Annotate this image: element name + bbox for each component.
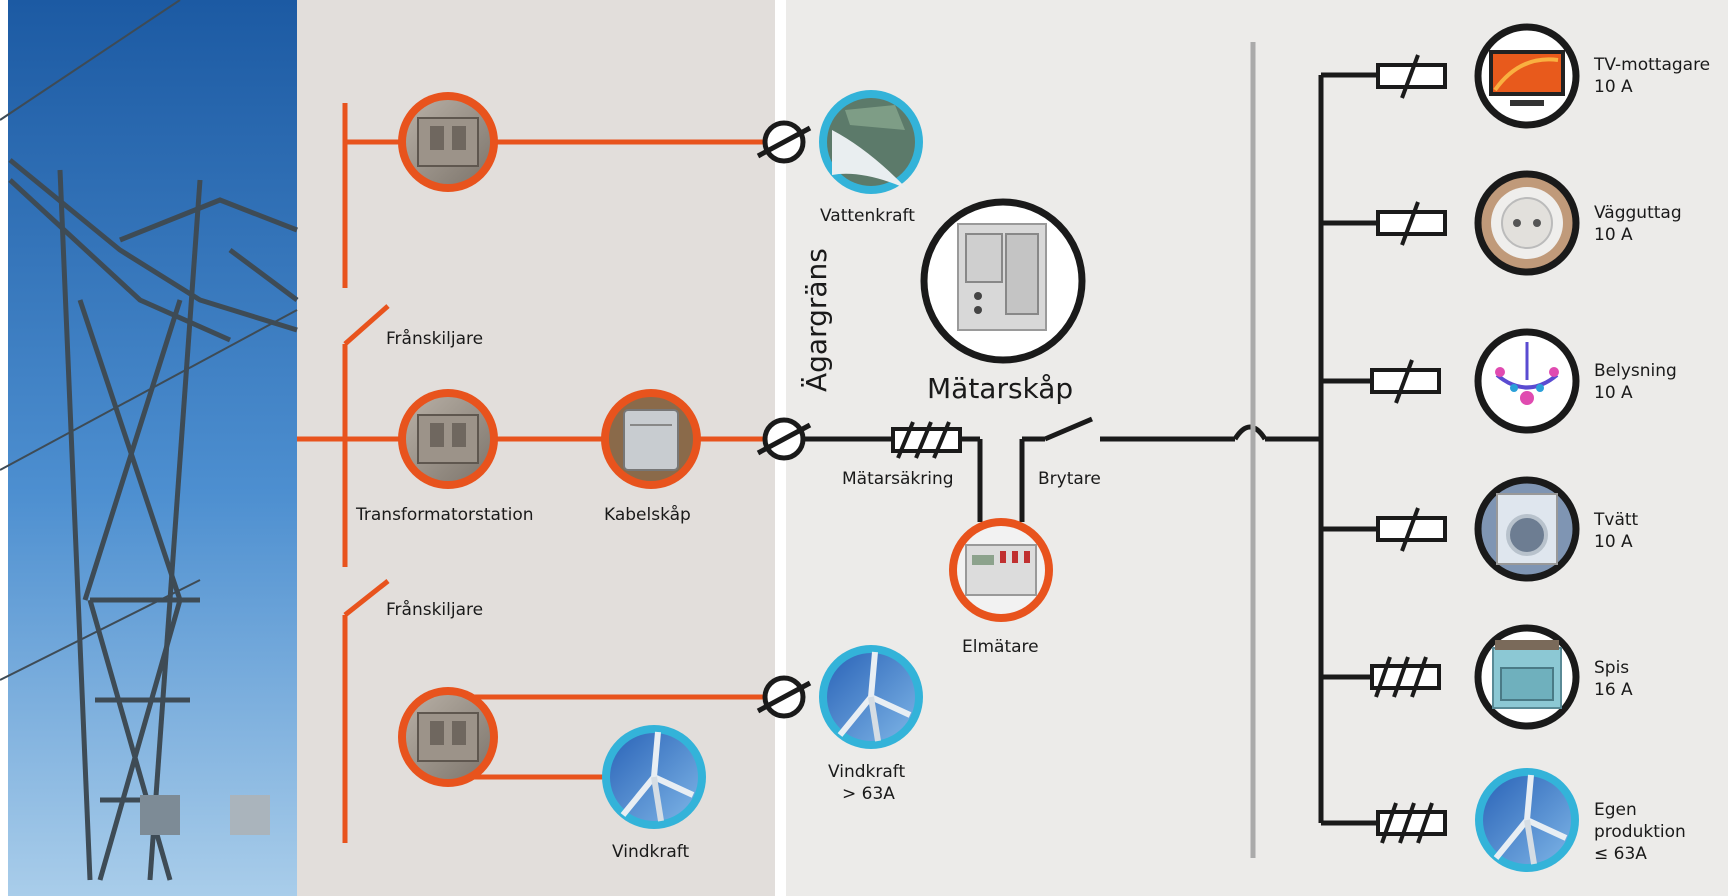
fuse-socket (1376, 201, 1447, 246)
cable-cabinet-label: Kabelskåp (604, 504, 691, 525)
fuse-tv (1376, 54, 1447, 99)
washing-machine-icon (1474, 476, 1580, 582)
meter-fuse-symbol (891, 421, 962, 459)
load-rating: 10 A (1594, 225, 1633, 245)
pylon-photo (8, 0, 297, 896)
load-rating: 10 A (1594, 532, 1633, 552)
fuse-laundry (1376, 507, 1447, 552)
load-name: TV-mottagare (1593, 55, 1710, 75)
hydropower-node (819, 90, 923, 194)
ownership-boundary-symbol (756, 120, 812, 164)
electricity-meter-node (949, 518, 1053, 622)
disconnector-label: Frånskiljare (386, 599, 483, 620)
load-rating: 10 A (1594, 77, 1633, 97)
distribution-network (297, 103, 778, 843)
transformer-station-node (398, 92, 498, 192)
wind-power-large-label: Vindkraft (828, 762, 905, 782)
ownership-boundary-symbol (756, 675, 812, 719)
chandelier-icon (1474, 328, 1580, 434)
cable-cabinet-node (601, 389, 701, 489)
load-rating: 16 A (1594, 680, 1633, 700)
wind-turbine-icon (1475, 768, 1579, 872)
pylon-plate (140, 795, 180, 835)
ownership-boundary-symbol (756, 417, 812, 461)
load-name: Egen (1594, 800, 1637, 820)
socket-icon (1474, 170, 1580, 276)
transformer-station-node (398, 389, 498, 489)
ownership-boundary-label: Ägargräns (800, 248, 833, 392)
load-name: Spis (1594, 658, 1629, 678)
stove-icon (1474, 624, 1580, 730)
fuse-lighting (1370, 359, 1441, 404)
load-rating-limit: ≤ 63A (1594, 844, 1647, 864)
switch-label: Brytare (1038, 469, 1101, 489)
load-name: Belysning (1594, 361, 1677, 381)
hydropower-label: Vattenkraft (820, 206, 915, 226)
pylon-illustration (0, 0, 299, 881)
load-rating: 10 A (1594, 383, 1633, 403)
fuse-stove (1370, 656, 1441, 698)
pylon-plate (230, 795, 270, 835)
wind-power-large-rating: > 63A (842, 784, 895, 804)
wind-power-local-label: Vindkraft (612, 842, 689, 862)
meter-fuse-label: Mätarsäkring (842, 469, 954, 489)
meter-cabinet-label: Mätarskåp (927, 372, 1073, 405)
wind-power-local-node (602, 725, 706, 829)
transformer-station-node (398, 687, 498, 787)
load-rating: produktion (1594, 822, 1686, 842)
electricity-meter-label: Elmätare (962, 637, 1039, 657)
load-name: Tvätt (1593, 510, 1639, 530)
load-name: Vägguttag (1594, 203, 1682, 223)
fuse-own-production (1376, 802, 1447, 844)
meter-cabinet-node (920, 198, 1086, 364)
wind-power-large-node (819, 645, 923, 749)
transformer-station-label: Transformatorstation (355, 505, 534, 525)
tv-icon (1474, 23, 1580, 129)
customer-cables (778, 72, 1378, 826)
disconnector-label: Frånskiljare (386, 328, 483, 349)
